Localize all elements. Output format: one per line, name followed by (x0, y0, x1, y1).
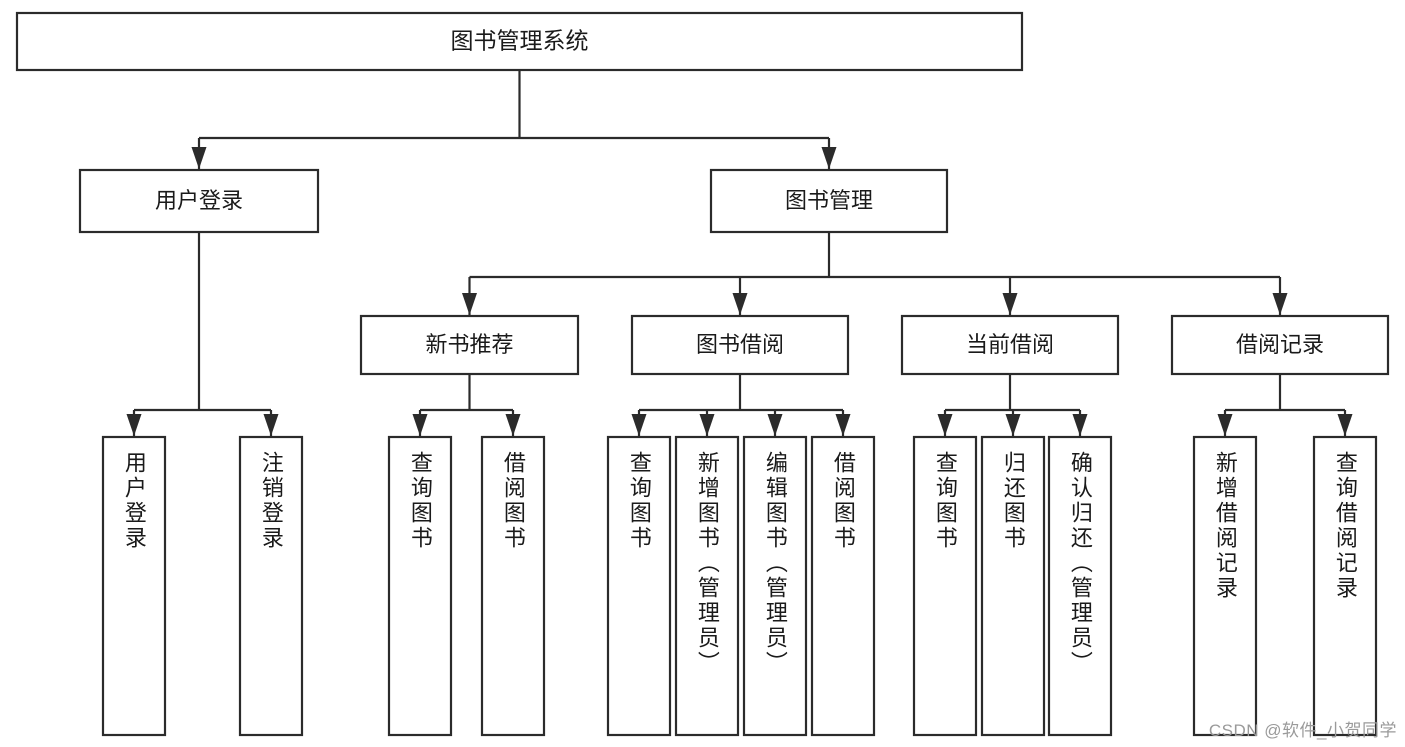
leaf-node-box (387, 435, 453, 737)
node-box: 借阅记录 (1170, 314, 1390, 376)
svg-text:用户登录: 用户登录 (155, 188, 243, 213)
node-box: 当前借阅 (900, 314, 1120, 376)
svg-text:图书管理: 图书管理 (785, 188, 873, 213)
leaf-node-box (101, 435, 167, 737)
leaf-node-box (238, 435, 304, 737)
leaf-node-box (1192, 435, 1258, 737)
watermark-text: CSDN @软件_小贺同学 (1208, 721, 1397, 740)
svg-text:图书管理系统: 图书管理系统 (451, 28, 589, 54)
svg-text:新书推荐: 新书推荐 (425, 332, 513, 357)
leaf-node-box (810, 435, 876, 737)
leaf-node-box (480, 435, 546, 737)
leaf-node-box (912, 435, 978, 737)
leaf-node-box (606, 435, 672, 737)
leaf-node-box (742, 435, 808, 737)
svg-text:图书借阅: 图书借阅 (696, 332, 784, 357)
leaf-node-box (1047, 435, 1113, 737)
node-box: 用户登录 (78, 168, 320, 234)
node-box: 图书管理系统 (15, 11, 1024, 72)
svg-text:借阅记录: 借阅记录 (1236, 332, 1324, 357)
node-box: 图书管理 (709, 168, 949, 234)
leaf-node-box (980, 435, 1046, 737)
leaf-node-box (1312, 435, 1378, 737)
edge-layer (126, 70, 1353, 436)
leaf-node-box (674, 435, 740, 737)
node-box: 图书借阅 (630, 314, 850, 376)
svg-text:当前借阅: 当前借阅 (966, 332, 1054, 357)
node-box: 新书推荐 (359, 314, 580, 376)
